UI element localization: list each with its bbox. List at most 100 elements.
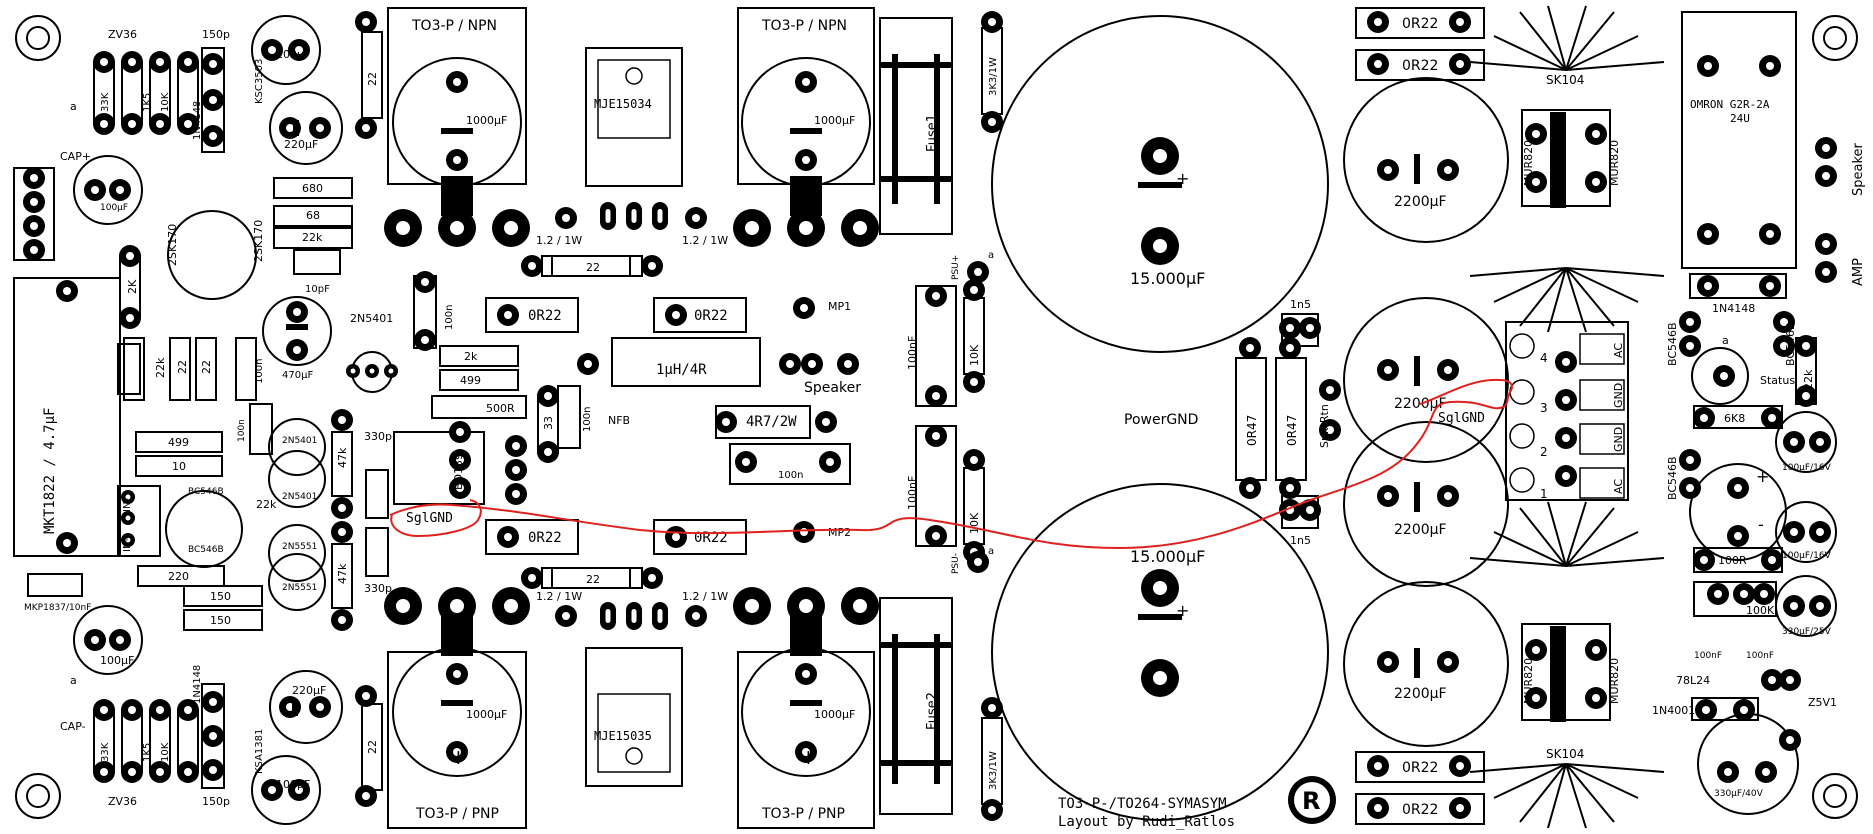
logo-glyph: R — [1302, 787, 1320, 815]
label-220uf-2: 220µF — [292, 684, 326, 697]
label-term-n1: 1 — [1540, 487, 1548, 501]
label-nfb: NFB — [608, 414, 630, 427]
label-sk104-bottom: SK104 — [1546, 747, 1584, 761]
label-c100n-h: 100n — [778, 470, 803, 481]
label-0r22-top2: 0R22 — [1402, 58, 1438, 74]
label-100r: 100R — [1718, 554, 1747, 567]
label-r22-top: 22 — [366, 72, 379, 86]
label-2n5401: 2N5401 — [350, 312, 393, 325]
label-r33k-bottom: 33K — [100, 742, 111, 762]
label-c10pf: 10pF — [305, 284, 330, 295]
label-pin-a-top: a — [70, 100, 77, 113]
label-0r22-bot2: 0R22 — [1402, 802, 1438, 818]
label-0r47-b: 0R47 — [1285, 415, 1299, 446]
label-pin-a-bottom: a — [70, 674, 77, 687]
label-r220: 220 — [168, 570, 189, 583]
label-500r: 500R — [486, 402, 515, 415]
label-c100n-top: 100n — [444, 305, 455, 330]
label-r4r7: 4R7/2W — [746, 414, 797, 430]
label-r22-bottom: 22 — [366, 740, 379, 754]
label-relay-voltage: 24U — [1730, 112, 1750, 125]
label-22k-bc: 22k — [256, 498, 277, 511]
label-mje-bottom: MJE15035 — [594, 729, 652, 743]
label-470uf: 470µF — [282, 370, 313, 381]
logo: R — [1288, 776, 1336, 824]
label-mur820-tr: MUR820 — [1608, 140, 1621, 186]
input-pads — [23, 11, 559, 807]
label-1n5-bottom: 1n5 — [1290, 534, 1311, 547]
label-r22k-small: 22k — [302, 231, 323, 244]
label-2200-1: 2200µF — [1394, 194, 1447, 210]
label-bc546b-right-1: BC546B — [1666, 322, 1679, 366]
label-speaker-out: Speaker — [1851, 142, 1866, 196]
label-150p-top: 150p — [202, 28, 230, 41]
label-ksa1381: KSA1381 — [254, 729, 265, 774]
label-cap-minus: CAP- — [60, 720, 86, 733]
label-cap1000-tl: 1000µF — [466, 114, 507, 127]
label-to3p-npn-left: TO3-P / NPN — [411, 18, 497, 34]
label-0r22-mid-r1: 0R22 — [694, 308, 728, 324]
label-jfet-left: 2SK170 — [166, 224, 179, 266]
label-plus-br: + — [800, 745, 817, 769]
label-power-gnd: PowerGND — [1124, 412, 1198, 428]
label-term-n4: 4 — [1540, 351, 1548, 365]
label-psu-a-bottom: a — [988, 546, 994, 557]
label-100uf-3: 100µF — [100, 654, 134, 667]
label-100uf-2: 100µF — [100, 203, 128, 213]
label-fuse2: Fuse2 — [925, 692, 940, 730]
label-amp-out: AMP — [1851, 258, 1866, 286]
label-r33: 33 — [542, 416, 555, 430]
label-to3p-pnp-left: TO3-P / PNP — [415, 806, 499, 822]
label-r22-mid-top: 22 — [586, 261, 600, 274]
label-1n4148-right: 1N4148 — [1712, 302, 1755, 315]
rectifier-pads — [1525, 112, 1607, 722]
label-330-25: 330µF/25V — [1782, 627, 1832, 637]
label-r1k5-top: 1K5 — [142, 93, 153, 112]
label-to3p-pnp-right: TO3-P / PNP — [761, 806, 845, 822]
label-r499: 499 — [168, 436, 189, 449]
label-2200-4: 2200µF — [1394, 686, 1447, 702]
label-q2n5551-b: 2N5551 — [282, 583, 317, 593]
label-100uf-1: 100µF — [276, 48, 310, 61]
footer-author: Layout by Rudi_Ratlos — [1058, 814, 1235, 830]
label-q2n5401-a: 2N5401 — [282, 436, 317, 446]
label-r1k5-bottom: 1K5 — [142, 743, 153, 762]
label-q2n5401-b: 2N5401 — [282, 492, 317, 502]
label-6k8: 6K8 — [1724, 412, 1745, 425]
label-100nf-b: 100nF — [1746, 651, 1774, 661]
label-c100n-v: 100n — [254, 359, 265, 384]
annotation-sglgnd-right: SglGND — [1438, 411, 1485, 426]
annotation-sglgnd-left: SglGND — [406, 511, 453, 526]
label-term-gnd-1: GND — [1612, 383, 1625, 408]
sglgnd-annotation-trace — [389, 378, 1513, 550]
label-c100nf-bottom: 100nF — [906, 476, 919, 510]
label-r150-1: 150 — [210, 590, 231, 603]
label-1n4148-top: 1N4148 — [192, 101, 203, 140]
label-150p-bottom: 150p — [202, 795, 230, 808]
label-mur820-tl: MUR820 — [1522, 140, 1535, 186]
label-ksc3503: KSC3503 — [254, 59, 265, 104]
label-r680: 680 — [302, 182, 323, 195]
label-100uf-4: 100µF — [276, 778, 310, 791]
label-r499-b: 499 — [460, 374, 481, 387]
label-r1w-bl: 1.2 / 1W — [536, 590, 582, 603]
label-minus-right: - — [1758, 515, 1764, 534]
label-plus-right: + — [1756, 467, 1769, 486]
label-r150-2: 150 — [210, 614, 231, 627]
label-bc546b-top: BC546B — [188, 487, 224, 497]
screw-terminals — [1509, 333, 1625, 499]
output-pads — [384, 11, 1003, 821]
label-to3p-npn-right: TO3-P / NPN — [761, 18, 847, 34]
label-0r22-bot1: 0R22 — [1402, 760, 1438, 776]
label-r10k-bottom: 10K — [160, 742, 171, 762]
power-caps — [991, 7, 1509, 825]
label-r10k-v2: 10K — [968, 512, 981, 534]
label-22k-right: 22k — [1802, 369, 1815, 390]
label-mur820-bl: MUR820 — [1522, 658, 1535, 704]
label-0r47-a: 0R47 — [1245, 415, 1259, 446]
output-cap-bodies — [441, 54, 952, 784]
label-c100n-mid: 100n — [582, 407, 593, 432]
label-zv36-bottom: ZV36 — [108, 795, 137, 808]
label-mp2: MP2 — [828, 526, 851, 539]
label-r2k-small: 2k — [464, 350, 478, 363]
